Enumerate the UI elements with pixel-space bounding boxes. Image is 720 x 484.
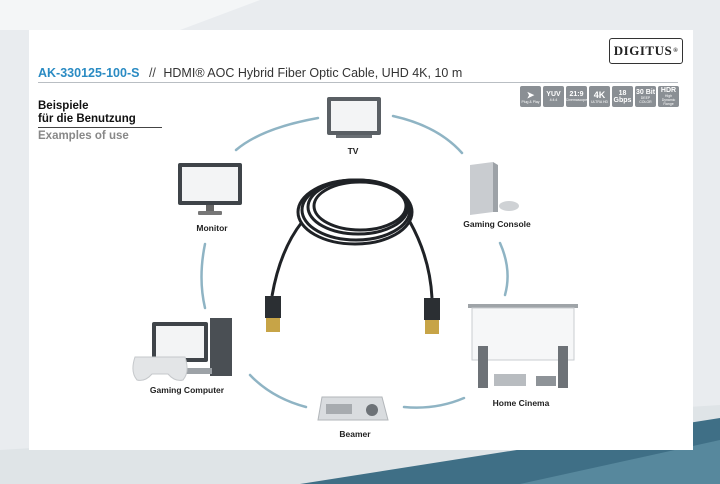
headline-separator: // bbox=[148, 66, 156, 80]
connection-arcs bbox=[200, 114, 509, 409]
section-title-en: Examples of use bbox=[38, 130, 129, 142]
play-arrow-icon: ➤ bbox=[526, 89, 535, 100]
beamer-icon bbox=[317, 396, 389, 421]
section-title-de: Beispiele für die Benutzung bbox=[38, 100, 136, 125]
gaming-computer-icon bbox=[132, 318, 232, 381]
product-title: HDMI® AOC Hybrid Fiber Optic Cable, UHD … bbox=[163, 66, 463, 80]
label-home-cinema: Home Cinema bbox=[492, 398, 550, 408]
tv-icon bbox=[327, 97, 381, 138]
hdmi-connector-left-icon bbox=[265, 296, 281, 332]
cable-coil-icon bbox=[270, 178, 434, 299]
product-headline: AK-330125-100-S // HDMI® AOC Hybrid Fibe… bbox=[38, 66, 462, 80]
brand-logo: DIGITUS® bbox=[609, 38, 683, 64]
header-rule bbox=[38, 82, 678, 83]
label-monitor: Monitor bbox=[196, 223, 228, 233]
home-cinema-icon bbox=[468, 304, 578, 388]
label-beamer: Beamer bbox=[339, 429, 371, 439]
monitor-icon bbox=[178, 163, 242, 215]
plug-and-play-badge: ➤ Plug & Play bbox=[520, 86, 541, 107]
section-title-rule bbox=[38, 127, 162, 128]
article-number: AK-330125-100-S bbox=[38, 66, 140, 80]
hdmi-connector-right-icon bbox=[424, 298, 440, 334]
label-gaming-console: Gaming Console bbox=[463, 219, 531, 229]
gaming-console-icon bbox=[470, 162, 519, 215]
label-tv: TV bbox=[347, 146, 359, 156]
label-gaming-computer: Gaming Computer bbox=[149, 385, 225, 395]
